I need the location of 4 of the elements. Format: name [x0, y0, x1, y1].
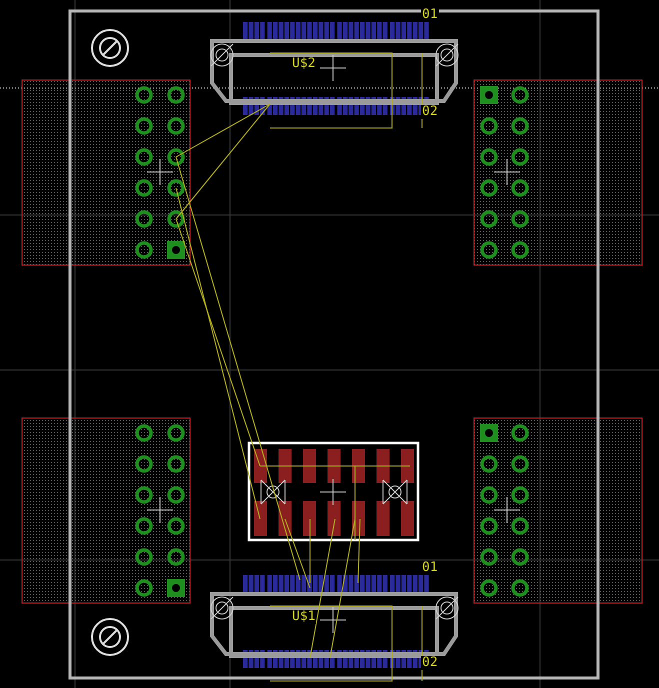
part-label: U$1: [291, 610, 316, 624]
part-label: 02: [421, 105, 439, 119]
part-label: U$2: [291, 57, 316, 71]
part-label: 02: [421, 656, 439, 670]
